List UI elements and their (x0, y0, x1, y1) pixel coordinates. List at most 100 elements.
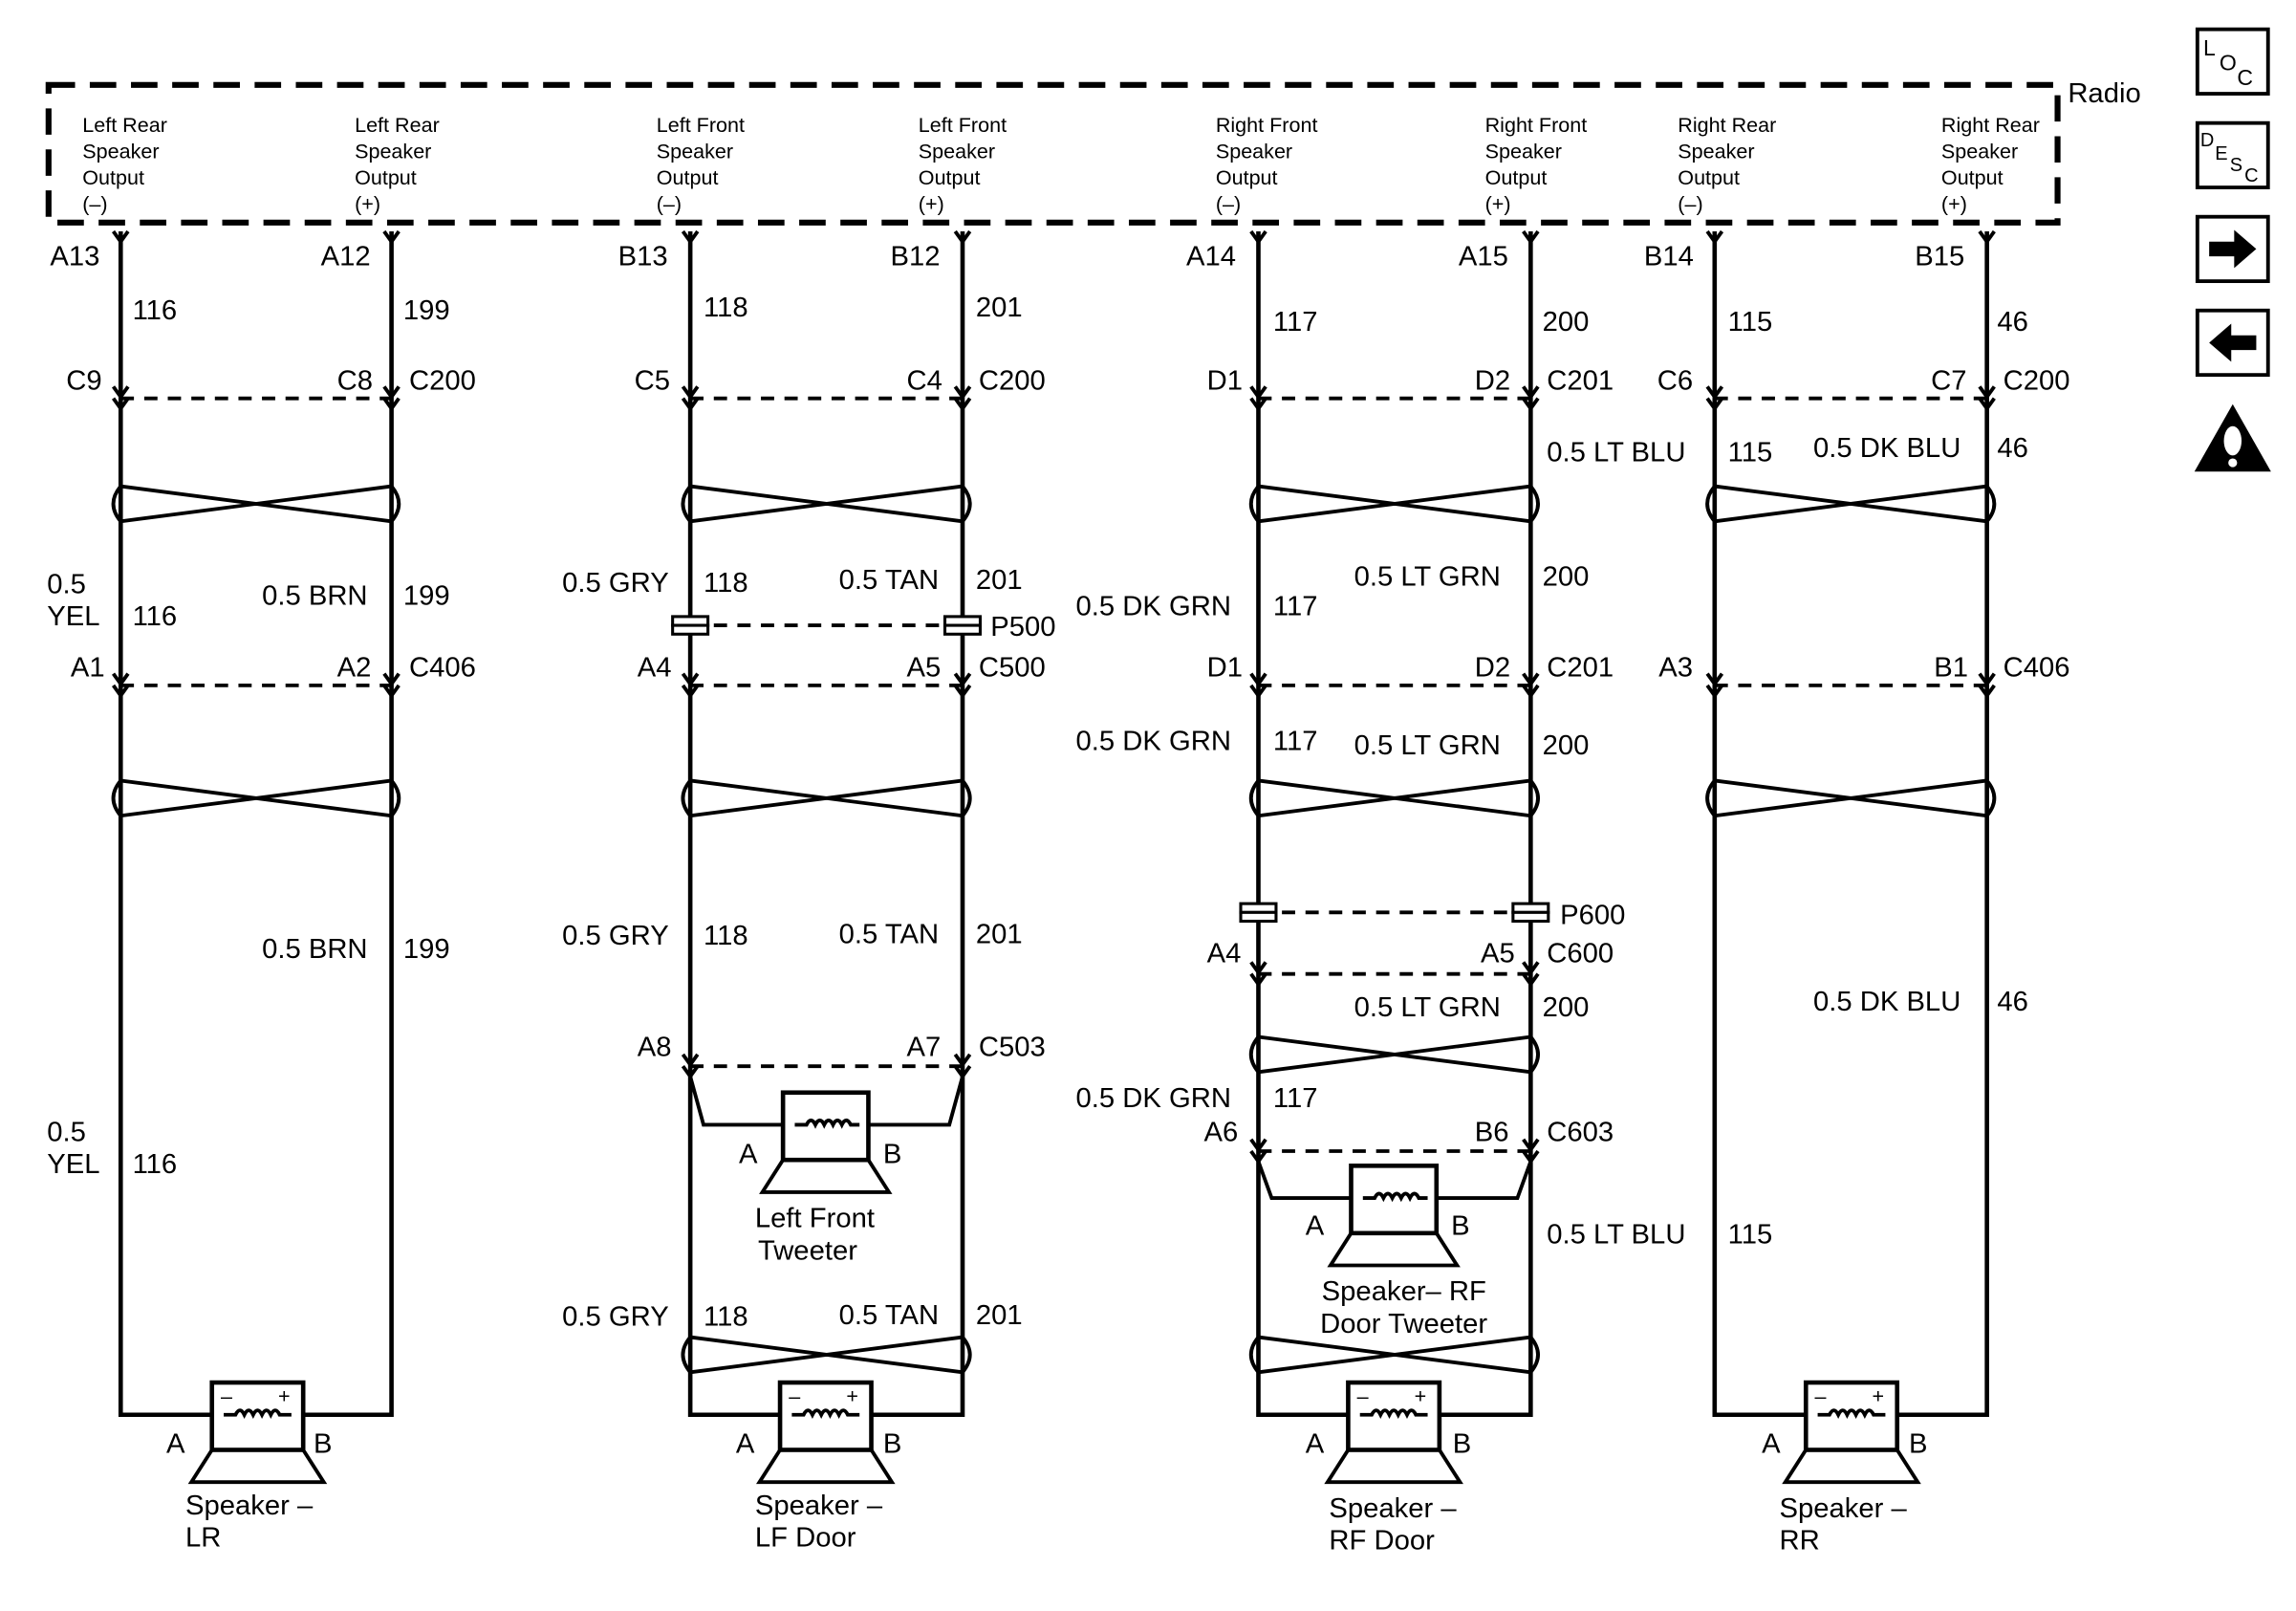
wire-circuit: 118 (704, 1301, 748, 1332)
terminal-b: B (883, 1139, 902, 1169)
next-arrow-button[interactable] (2195, 214, 2270, 284)
pin-chevrons (111, 229, 1996, 246)
connector-name: C200 (2004, 366, 2070, 397)
wire-circuit: 115 (1728, 438, 1773, 468)
pin-label: A15 (1459, 241, 1508, 272)
wire-color: 0.5 LT BLU (1547, 438, 1685, 468)
wire-circuit: 116 (133, 1149, 178, 1180)
desc-letter: C (2244, 165, 2258, 186)
connector-pin: A8 (638, 1033, 672, 1063)
wire-color: 0.5 (47, 1117, 86, 1147)
loc-letter: L (2203, 35, 2216, 60)
circuit-number: 117 (1273, 307, 1318, 337)
speaker-rf-door: – + A B Speaker – RF Door (1306, 1380, 1471, 1557)
radio-module: Radio Left Rear Speaker Output (–) Left … (45, 78, 2141, 226)
output-line3: Output (1941, 166, 2004, 189)
connector-pin: A2 (337, 653, 372, 684)
radio-output-labels: Left Rear Speaker Output (–) Left Rear S… (82, 114, 2040, 216)
terminal-a: A (166, 1429, 185, 1460)
plus-sign: + (1415, 1385, 1427, 1408)
pin-label: B14 (1644, 241, 1694, 272)
wire-color: 0.5 LT GRN (1354, 562, 1501, 593)
speaker-lr: – + A B Speaker – LR (166, 1380, 332, 1554)
caution-button[interactable] (2194, 403, 2271, 472)
wire-color: 0.5 DK BLU (1813, 433, 1960, 464)
component-name: Speaker – (1780, 1493, 1908, 1524)
radio-label: Radio (2068, 78, 2140, 109)
wire-color: 0.5 GRY (562, 568, 669, 599)
output-line3: Output (657, 166, 719, 189)
circuit-number: 115 (1728, 307, 1773, 337)
connector-pin: C7 (1931, 366, 1966, 397)
output-line3: Output (1678, 166, 1740, 189)
connector-row-c406: A1 A2 C406 A4 A5 C500 D1 D2 C201 A3 B1 C… (71, 653, 2070, 699)
wire-circuit: 200 (1543, 992, 1590, 1023)
pin-label: B15 (1915, 241, 1964, 272)
wire-circuit: 115 (1728, 1220, 1773, 1251)
component-name: RF Door (1329, 1526, 1435, 1557)
circuit-number: 199 (403, 295, 450, 326)
connector-name: C201 (1547, 366, 1614, 397)
connector-name: C406 (409, 653, 476, 684)
connector-name: C406 (2004, 653, 2070, 684)
arrow-left-icon (2209, 323, 2257, 362)
output-line1: Right Front (1216, 114, 1318, 137)
wire-color: 0.5 GRY (562, 921, 669, 951)
connector-pin: D1 (1207, 653, 1243, 684)
connector-row-c200: C9 C8 C200 C5 C4 C200 D1 D2 C201 C6 C7 C… (66, 366, 2070, 412)
wire-color: 0.5 DK GRN (1076, 1083, 1231, 1114)
output-line2: Speaker (355, 140, 431, 163)
wire-circuit: 201 (976, 1300, 1023, 1331)
pin-label: A12 (321, 241, 371, 272)
wire-circuit: 201 (976, 920, 1023, 950)
output-line2: Speaker (82, 140, 159, 163)
output-label-rr-neg: Right Rear Speaker Output (–) (1678, 114, 1776, 216)
wire-color: 0.5 TAN (839, 920, 940, 950)
output-label-lr-pos: Left Rear Speaker Output (+) (355, 114, 440, 216)
connector-name: C603 (1547, 1117, 1614, 1147)
wire-color: 0.5 LT GRN (1354, 992, 1501, 1023)
output-line2: Speaker (1941, 140, 2018, 163)
wire-color: YEL (47, 1149, 99, 1180)
plus-sign: + (846, 1385, 858, 1408)
circuit-number: 200 (1543, 307, 1590, 337)
component-name: Speaker – (755, 1491, 883, 1521)
connector-pin: A7 (906, 1033, 941, 1063)
output-polarity: (+) (1485, 193, 1511, 216)
speaker-lf-door: – + A B Speaker – LF Door (736, 1380, 901, 1554)
desc-letter: D (2200, 130, 2214, 151)
splice-name: P500 (990, 612, 1055, 642)
wire-color: 0.5 TAN (839, 565, 940, 596)
output-line2: Speaker (1216, 140, 1292, 163)
lf-tweeter: A B Left Front Tweeter (688, 1076, 964, 1266)
connector-name: C200 (979, 366, 1046, 397)
terminal-a: A (1762, 1429, 1781, 1460)
connector-pin: A5 (906, 653, 941, 684)
previous-arrow-button[interactable] (2195, 308, 2270, 378)
desc-letter: E (2215, 143, 2227, 164)
output-line1: Left Rear (82, 114, 167, 137)
minus-sign: – (1357, 1385, 1369, 1408)
terminal-a: A (739, 1139, 758, 1169)
wire-circuit: 46 (1997, 987, 2028, 1017)
wire-color: 0.5 LT GRN (1354, 730, 1501, 761)
output-label-lr-neg: Left Rear Speaker Output (–) (82, 114, 167, 216)
wire-circuit: 200 (1543, 562, 1590, 593)
desc-letter: S (2230, 155, 2242, 176)
component-name: Tweeter (758, 1235, 857, 1266)
loc-letter: O (2220, 51, 2237, 76)
location-button[interactable]: L O C (2195, 27, 2270, 96)
pin-label: B12 (891, 241, 941, 272)
wire-circuit: 117 (1273, 591, 1318, 621)
minus-sign: – (1815, 1385, 1827, 1408)
description-button[interactable]: D E S C (2195, 120, 2270, 189)
wire-circuit: 117 (1273, 1083, 1318, 1114)
output-polarity: (–) (82, 193, 107, 216)
wire-circuit: 199 (403, 581, 450, 612)
connector-name: C500 (979, 653, 1046, 684)
wire-circuit: 201 (976, 565, 1023, 596)
connector-pin: A4 (638, 653, 672, 684)
wire-color: 0.5 (47, 569, 86, 599)
component-name: Speaker– RF (1322, 1276, 1486, 1307)
circuit-number: 118 (704, 293, 748, 323)
